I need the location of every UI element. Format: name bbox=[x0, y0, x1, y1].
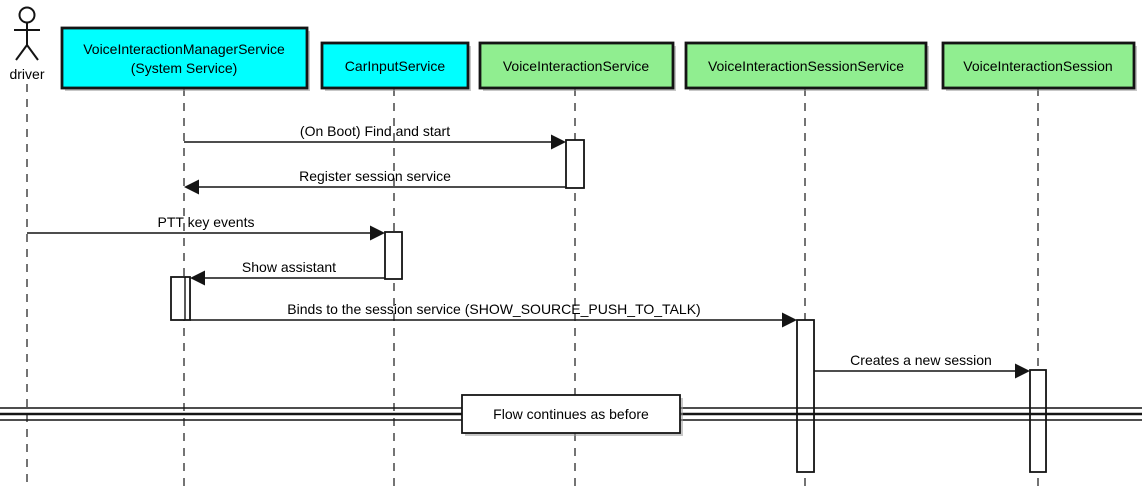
divider-flow-continues: Flow continues as before bbox=[0, 394, 1142, 436]
participant-voice-interaction-session: VoiceInteractionSession bbox=[941, 41, 1137, 91]
participant-voice-interaction-service: VoiceInteractionService bbox=[478, 41, 676, 91]
message-label: Binds to the session service (SHOW_SOURC… bbox=[287, 301, 700, 317]
activation-voice-interaction-session-service bbox=[796, 319, 815, 473]
participant-label: VoiceInteractionSession bbox=[963, 58, 1112, 74]
message-label: Creates a new session bbox=[850, 352, 992, 368]
message-label: (On Boot) Find and start bbox=[300, 123, 450, 139]
participant-label: VoiceInteractionService bbox=[503, 58, 650, 74]
message-label: Show assistant bbox=[242, 259, 336, 275]
divider-label: Flow continues as before bbox=[493, 406, 649, 422]
activation-voice-interaction-session bbox=[1029, 369, 1047, 473]
arrowhead-right-icon bbox=[551, 134, 566, 150]
participant-label: CarInputService bbox=[345, 58, 446, 74]
actor-driver-label: driver bbox=[9, 66, 44, 82]
activation-bars bbox=[170, 139, 1047, 473]
participant-rect bbox=[478, 41, 675, 90]
arrowhead-right-icon bbox=[1015, 363, 1030, 379]
message-ptt-key-events: PTT key events bbox=[27, 214, 385, 241]
participant-label: VoiceInteractionSessionService bbox=[708, 58, 904, 74]
participant-label-line1: VoiceInteractionManagerService bbox=[83, 41, 285, 57]
participant-car-input-service: CarInputService bbox=[320, 41, 471, 91]
participant-voice-interaction-manager-service: VoiceInteractionManagerService (System S… bbox=[60, 26, 310, 91]
participant-rect bbox=[60, 26, 309, 90]
message-creates-a-new-session: Creates a new session bbox=[814, 352, 1030, 379]
arrowhead-right-icon bbox=[782, 312, 797, 328]
activation-voice-interaction-service bbox=[565, 139, 585, 189]
participant-label-line2: (System Service) bbox=[131, 60, 238, 76]
activation-voice-interaction-manager-service bbox=[170, 276, 191, 321]
divider-box bbox=[461, 394, 681, 434]
message-label: Register session service bbox=[299, 168, 451, 184]
participant-rect bbox=[941, 41, 1136, 90]
arrowhead-left-icon bbox=[184, 179, 199, 195]
arrowhead-right-icon bbox=[370, 225, 385, 241]
activation-car-input-service bbox=[384, 231, 403, 280]
message-label: PTT key events bbox=[157, 214, 254, 230]
participant-boxes: VoiceInteractionManagerService (System S… bbox=[60, 26, 1137, 91]
participant-voice-interaction-session-service: VoiceInteractionSessionService bbox=[684, 41, 929, 91]
messages: (On Boot) Find and start Register sessio… bbox=[27, 123, 1030, 379]
actor-driver: driver bbox=[9, 6, 45, 82]
actor-stick-figure-icon bbox=[14, 6, 40, 61]
message-register-session-service: Register session service bbox=[184, 168, 566, 195]
participant-rect bbox=[320, 41, 470, 90]
message-binds-to-session-service: Binds to the session service (SHOW_SOURC… bbox=[190, 301, 797, 328]
message-show-assistant: Show assistant bbox=[190, 259, 385, 286]
participant-rect bbox=[684, 41, 928, 90]
arrowhead-left-icon bbox=[190, 270, 205, 286]
message-on-boot-find-and-start: (On Boot) Find and start bbox=[184, 123, 566, 150]
